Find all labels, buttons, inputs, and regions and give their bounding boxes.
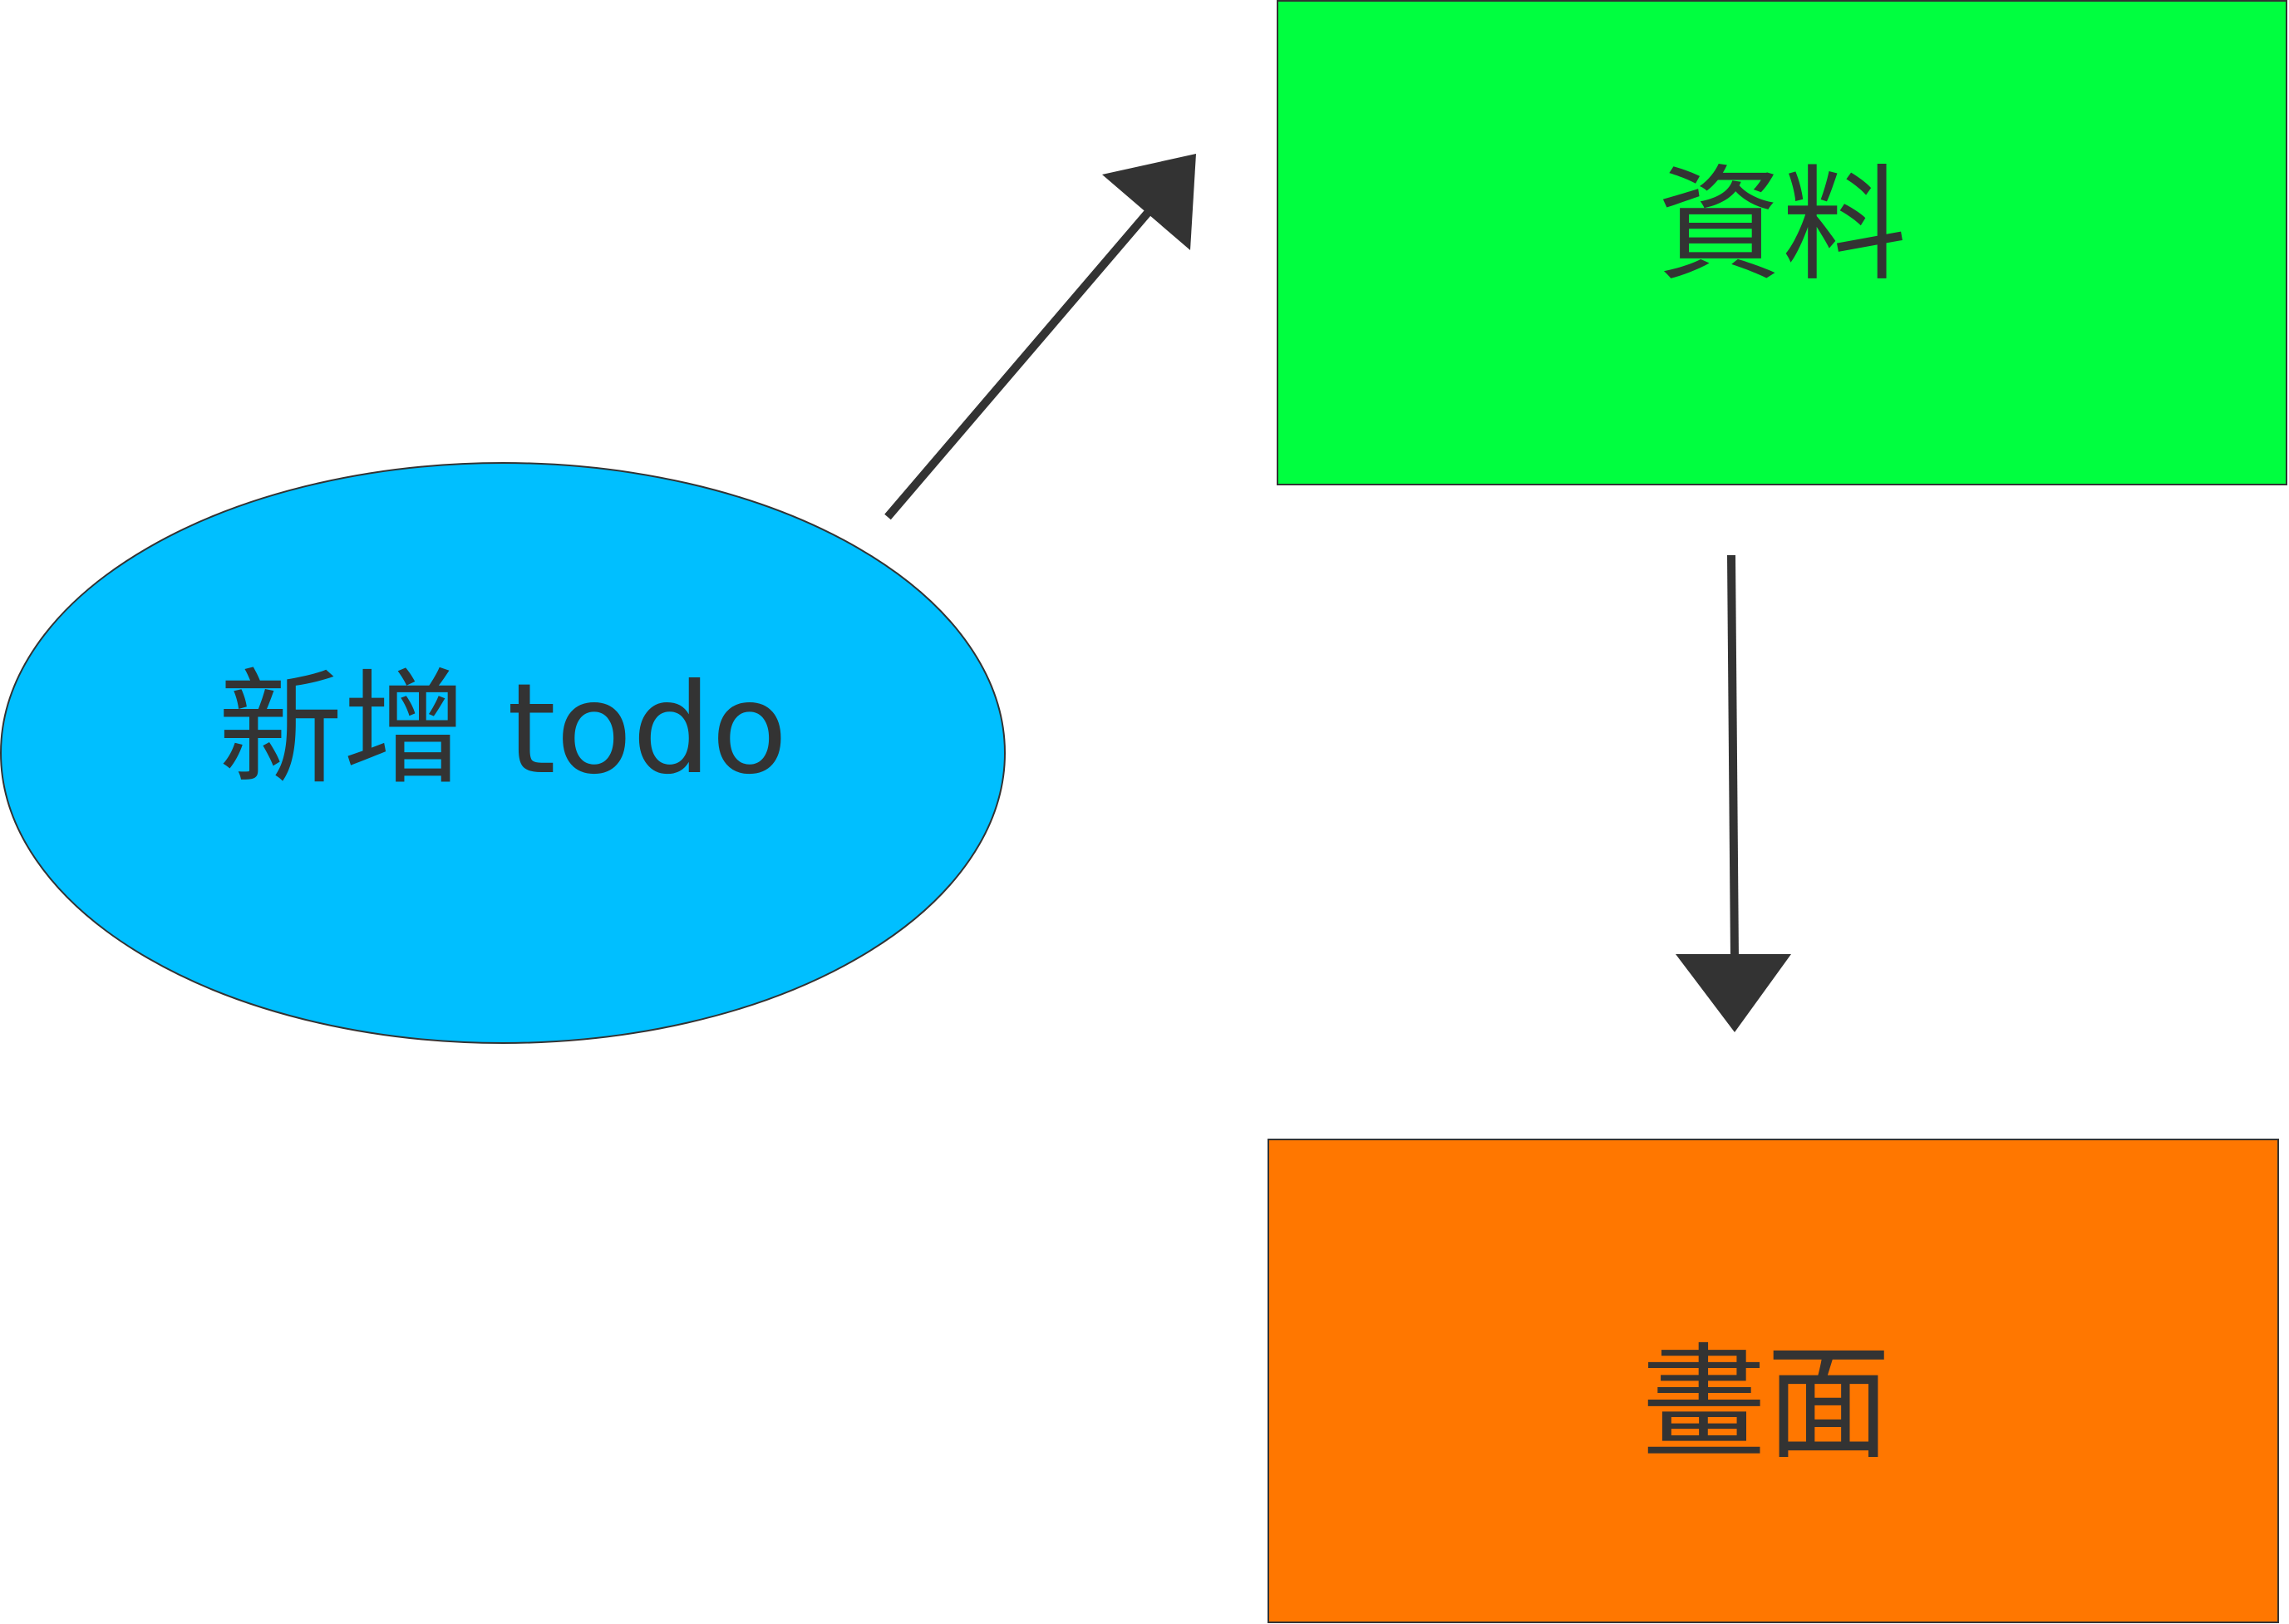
- edge-data-to-view-line: [1727, 554, 1739, 961]
- data-label: 資料: [1657, 154, 1907, 298]
- view-box: [1268, 1139, 2279, 1623]
- view-label: 畫面: [1642, 1332, 1891, 1477]
- edge-data-to-view: [1676, 554, 1791, 1032]
- action-ellipse: [0, 462, 1006, 1044]
- node-view: 畫面: [1268, 1139, 2279, 1623]
- arrowhead-icon: [1102, 154, 1196, 250]
- data-box: [1277, 0, 2287, 485]
- action-label: 新增 todo: [218, 657, 787, 802]
- node-action: 新增 todo: [0, 462, 1006, 1044]
- edge-action-to-data: [884, 154, 1196, 520]
- node-data: 資料: [1277, 0, 2287, 485]
- arrowhead-icon: [1676, 954, 1791, 1032]
- edge-action-to-data-line: [884, 204, 1155, 520]
